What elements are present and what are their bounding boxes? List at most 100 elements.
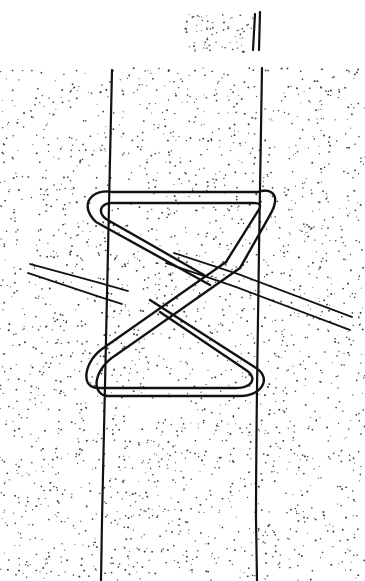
stipple-dot [60,326,62,328]
stipple-dot [183,311,185,313]
stipple-dot [167,453,168,454]
stipple-dot [164,85,165,86]
stipple-dot [18,466,20,468]
stipple-dot [307,428,309,430]
stipple-dot [186,31,188,33]
stipple-dot [307,456,308,457]
stipple-dot [9,189,10,190]
stipple-dot [194,42,195,43]
stipple-dot [307,337,308,338]
stipple-dot [140,234,141,235]
stipple-dot [118,325,120,327]
stipple-dot [233,539,235,541]
stipple-dot [140,509,142,511]
stipple-dot [345,245,346,246]
stipple-dot [123,482,124,483]
stipple-dot [283,252,285,254]
stipple-dot [41,72,43,74]
stipple-dot [21,516,22,517]
stipple-dot [341,451,342,452]
stipple-dot [298,316,299,317]
stipple-dot [170,132,172,134]
stipple-dot [337,387,338,388]
stipple-dot [251,117,253,119]
stipple-dot [62,224,64,226]
stipple-dot [169,337,171,339]
stipple-dot [171,424,172,425]
stipple-dot [360,433,362,435]
stipple-dot [214,537,215,538]
stipple-dot [116,407,117,408]
stipple-dot [105,136,107,138]
stipple-dot [82,268,84,270]
stipple-dot [171,236,173,238]
stipple-dot [45,178,46,179]
stipple-dot [27,497,28,498]
stipple-dot [198,512,199,513]
stipple-dot [45,190,46,191]
stipple-dot [67,176,69,178]
stipple-dot [89,490,91,492]
stipple-dot [174,235,176,237]
stipple-dot [79,448,81,450]
stipple-dot [140,383,142,385]
stipple-dot [46,125,47,126]
stipple-dot [46,256,48,258]
stipple-dot [353,325,354,326]
stipple-dot [175,462,176,463]
stipple-dot [243,223,244,224]
stipple-dot [320,168,322,170]
stipple-dot [307,517,309,519]
stipple-dot [15,231,16,232]
stipple-dot [247,86,249,88]
stipple-dot [8,379,9,380]
stipple-dot [121,343,123,345]
stipple-dot [22,476,23,477]
stipple-dot [190,160,192,162]
stipple-dot [217,83,218,84]
stipple-dot [18,79,19,80]
stipple-dot [363,377,364,378]
stipple-dot [82,144,84,146]
stipple-dot [305,337,307,339]
stipple-dot [297,116,298,117]
stipple-dot [24,314,25,315]
stipple-dot [306,459,307,460]
stipple-dot [304,521,306,523]
stipple-dot [78,576,80,578]
stipple-dot [30,374,31,375]
stipple-dot [92,469,93,470]
stipple-dot [6,231,7,232]
stipple-dot [88,246,89,247]
stipple-dot [303,511,304,512]
stipple-dot [328,141,330,143]
stipple-dot [270,172,272,174]
stipple-dot [222,440,223,441]
stipple-dot [14,495,16,497]
stipple-dot [328,163,330,165]
stipple-dot [93,150,94,151]
stipple-dot [290,509,292,511]
stipple-dot [290,86,291,87]
stipple-dot [187,393,188,394]
stipple-dot [354,537,356,539]
stipple-dot [314,80,316,82]
stipple-dot [259,430,260,431]
stipple-dot [46,170,47,171]
stipple-dot [167,207,168,208]
stipple-dot [328,456,330,458]
stipple-dot [253,163,254,164]
stipple-dot [156,427,158,429]
stipple-dot [292,437,294,439]
stipple-dot [270,445,272,447]
stipple-dot [163,422,164,423]
stipple-dot [163,511,164,512]
stipple-dot [27,501,29,503]
stipple-dot [296,513,297,514]
stipple-dot [188,180,190,182]
stipple-dot [236,199,238,201]
stipple-dot [352,293,354,295]
stipple-dot [115,332,117,334]
stipple-dot [354,296,356,298]
stipple-dot [198,456,199,457]
